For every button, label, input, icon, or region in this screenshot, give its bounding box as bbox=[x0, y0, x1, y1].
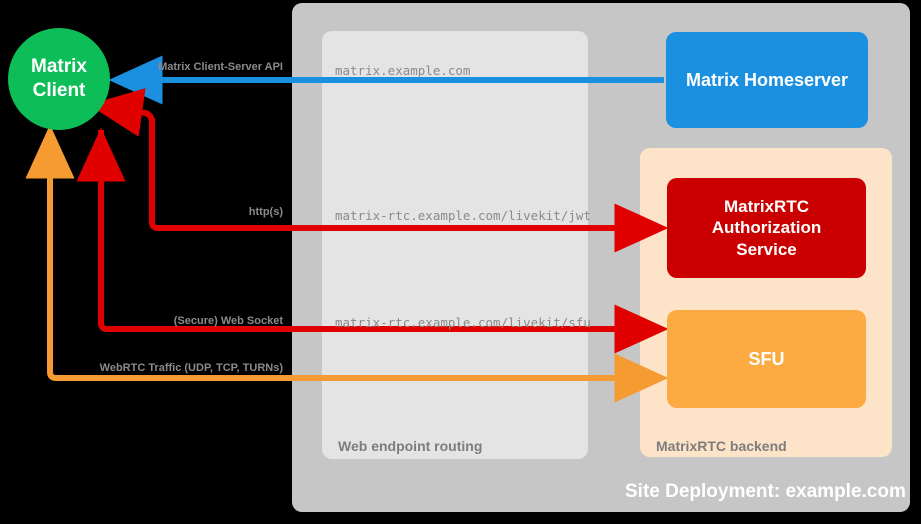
matrix-client-label: Matrix Client bbox=[31, 56, 87, 101]
node-matrix-homeserver[interactable]: Matrix Homeserver bbox=[666, 32, 868, 128]
web-endpoint-routing-container bbox=[322, 31, 588, 459]
flow-label-https: http(s) bbox=[248, 206, 283, 218]
endpoint-matrix-example-com: matrix.example.com bbox=[335, 63, 471, 78]
matrixrtc-auth-label: MatrixRTC Authorization Service bbox=[711, 197, 822, 259]
node-sfu[interactable]: SFU bbox=[667, 310, 866, 408]
matrix-homeserver-label: Matrix Homeserver bbox=[685, 69, 849, 90]
flow-label-secure-websocket: (Secure) Web Socket bbox=[173, 315, 283, 327]
site-deployment-caption: Site Deployment: example.com bbox=[625, 481, 906, 502]
endpoint-livekit-sfu: matrix-rtc.example.com/livekit/sfu bbox=[335, 315, 591, 330]
sfu-label: SFU bbox=[748, 348, 785, 369]
node-matrix-client[interactable]: Matrix Client bbox=[8, 28, 110, 130]
flow-label-matrix-client-server-api: Matrix Client-Server API bbox=[158, 61, 283, 73]
node-matrixrtc-authorization-service[interactable]: MatrixRTC Authorization Service bbox=[667, 178, 866, 278]
matrixrtc-backend-caption: MatrixRTC backend bbox=[656, 438, 787, 454]
web-endpoint-routing-caption: Web endpoint routing bbox=[338, 438, 483, 454]
endpoint-livekit-jwt: matrix-rtc.example.com/livekit/jwt bbox=[335, 208, 591, 223]
flow-label-webrtc-traffic: WebRTC Traffic (UDP, TCP, TURNs) bbox=[99, 362, 283, 374]
